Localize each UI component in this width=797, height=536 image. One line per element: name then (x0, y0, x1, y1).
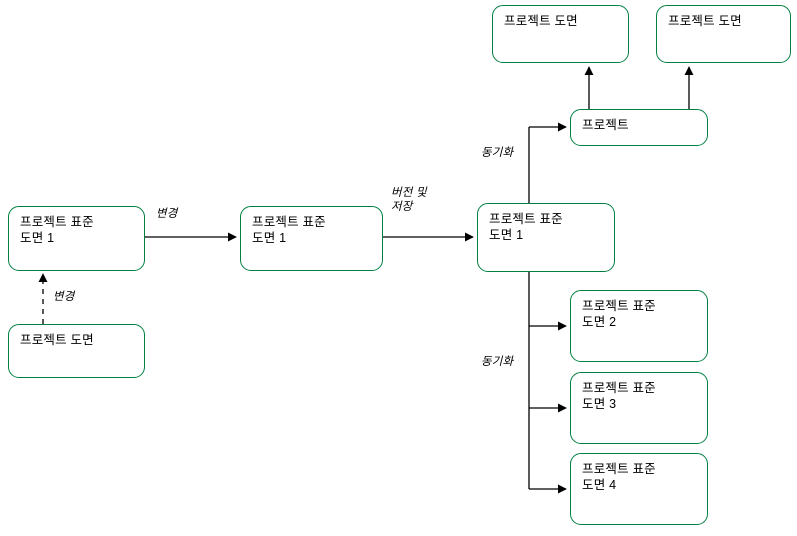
node-project[interactable]: 프로젝트 (570, 109, 708, 146)
edge-sync-top (528, 122, 567, 203)
node-std-drawing-1-a[interactable]: 프로젝트 표준 도면 1 (8, 206, 145, 271)
edge-label-sync-top: 동기화 (481, 147, 514, 159)
node-std-drawing-4[interactable]: 프로젝트 표준 도면 4 (570, 453, 708, 525)
edge-label-change-dashed: 변경 (53, 291, 75, 303)
edge-label-sync-bottom: 동기화 (481, 356, 514, 368)
node-std-drawing-1-b[interactable]: 프로젝트 표준 도면 1 (240, 206, 383, 271)
node-project-drawing-top-1[interactable]: 프로젝트 도면 (492, 5, 629, 63)
node-project-drawing-left[interactable]: 프로젝트 도면 (8, 324, 145, 378)
node-std-drawing-3[interactable]: 프로젝트 표준 도면 3 (570, 372, 708, 444)
edge-label-version-save: 버전 및 저장 (391, 187, 427, 213)
node-project-drawing-top-2[interactable]: 프로젝트 도면 (656, 5, 791, 63)
node-std-drawing-1-c[interactable]: 프로젝트 표준 도면 1 (477, 203, 615, 272)
edge-label-change: 변경 (156, 208, 178, 220)
edge-sync-bottom (528, 272, 567, 494)
node-std-drawing-2[interactable]: 프로젝트 표준 도면 2 (570, 290, 708, 362)
